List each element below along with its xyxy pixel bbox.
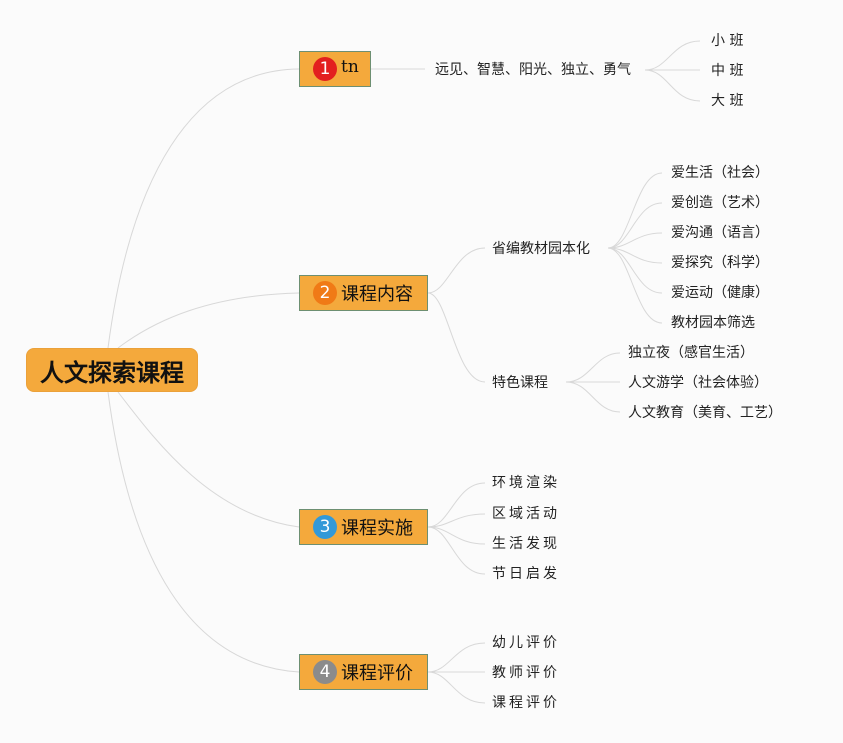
branch-2-grandchild-6[interactable]: 教材园本筛选 [671, 315, 755, 331]
b2-grand-link-7 [565, 352, 621, 383]
branch-2-label: 课程内容 [341, 284, 413, 305]
b4-child-link-3 [427, 671, 486, 704]
b2-grand-link-6 [607, 247, 663, 324]
branch-1-label: tn [341, 57, 359, 77]
branch-3-child-1[interactable]: 环境渲染 [492, 475, 560, 491]
b2-grand-link-5 [607, 247, 663, 294]
b3-child-link-4 [427, 526, 486, 575]
branch-3-label: 课程实施 [341, 518, 413, 539]
branch-2-grandchild-3[interactable]: 爱沟通（语言） [671, 225, 769, 241]
root-link-4 [107, 391, 300, 673]
b2-child-link-2 [427, 292, 486, 383]
branch-3-child-4[interactable]: 节日启发 [492, 566, 560, 582]
root-link-2 [117, 292, 300, 349]
branch-4-child-2[interactable]: 教师评价 [492, 665, 560, 681]
root-link-1 [107, 68, 300, 349]
branch-2-grandchild-8[interactable]: 人文游学（社会体验） [628, 375, 768, 391]
b2-child-link-1 [427, 247, 486, 294]
branch-4-node[interactable]: 4 课程评价 [299, 654, 428, 690]
branch-2-grandchild-2[interactable]: 爱创造（艺术） [671, 195, 769, 211]
branch-2-grandchild-5[interactable]: 爱运动（健康） [671, 285, 769, 301]
branch-1-grandchild-2[interactable]: 中 班 [711, 63, 744, 79]
b2-grand-link-1 [607, 172, 663, 249]
b2-grand-link-9 [565, 381, 621, 413]
b2-grand-link-4 [607, 247, 663, 264]
branch-2-grandchild-7[interactable]: 独立夜（感官生活） [628, 345, 754, 361]
branch-2-child-2[interactable]: 特色课程 [492, 375, 548, 391]
branch-1-child-node[interactable]: 远见、智慧、阳光、独立、勇气 [435, 62, 631, 78]
b1-grand-link-3 [644, 69, 701, 102]
branch-4-label: 课程评价 [341, 663, 413, 684]
b2-grand-link-2 [607, 202, 663, 249]
branch-3-child-3[interactable]: 生活发现 [492, 536, 560, 552]
root-node[interactable]: 人文探索课程 [26, 348, 198, 392]
branch-2-grandchild-4[interactable]: 爱探究（科学） [671, 255, 769, 271]
branch-3-child-2[interactable]: 区域活动 [492, 506, 560, 522]
branch-2-grandchild-9[interactable]: 人文教育（美育、工艺） [628, 405, 782, 421]
b3-child-link-2 [427, 513, 486, 528]
branch-4-number-badge: 4 [313, 660, 337, 684]
branch-2-number-badge: 2 [313, 281, 337, 305]
b3-child-link-3 [427, 526, 486, 545]
branch-1-number-badge: 1 [313, 57, 337, 81]
b3-child-link-1 [427, 482, 486, 528]
branch-2-grandchild-1[interactable]: 爱生活（社会） [671, 165, 769, 181]
branch-2-child-1[interactable]: 省编教材园本化 [492, 241, 590, 257]
branch-2-node[interactable]: 2 课程内容 [299, 275, 428, 311]
root-link-3 [117, 391, 300, 528]
root-label: 人文探索课程 [40, 358, 184, 387]
b4-child-link-1 [427, 642, 486, 673]
branch-3-node[interactable]: 3 课程实施 [299, 509, 428, 545]
branch-4-child-1[interactable]: 幼儿评价 [492, 635, 560, 651]
branch-3-number-badge: 3 [313, 515, 337, 539]
b1-grand-link-1 [644, 40, 701, 71]
branch-1-node[interactable]: 1 tn [299, 51, 371, 87]
branch-4-child-3[interactable]: 课程评价 [492, 695, 560, 711]
branch-1-grandchild-1[interactable]: 小 班 [711, 33, 744, 49]
branch-1-grandchild-3[interactable]: 大 班 [711, 93, 744, 109]
b2-grand-link-3 [607, 232, 663, 249]
